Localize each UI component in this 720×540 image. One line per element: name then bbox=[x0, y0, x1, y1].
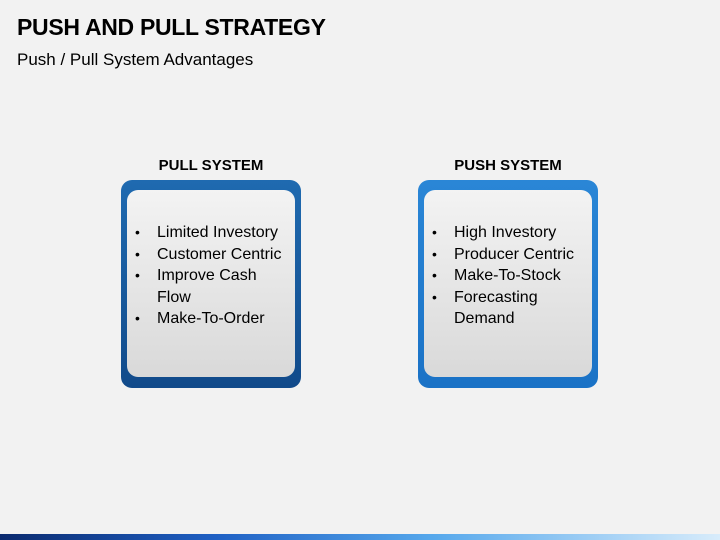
list-item-text: Demand bbox=[454, 310, 515, 328]
pull-system-heading: PULL SYSTEM bbox=[158, 157, 264, 174]
pull-item-improve-cash-flow: • Improve Cash bbox=[135, 265, 289, 287]
list-item-text: Limited Investory bbox=[157, 224, 278, 241]
push-system-heading: PUSH SYSTEM bbox=[454, 157, 562, 174]
slide-title: PUSH AND PULL STRATEGY bbox=[17, 14, 326, 40]
list-item-text: Make-To-Stock bbox=[454, 267, 561, 285]
push-item-forecasting-demand-continued: Demand bbox=[432, 308, 586, 330]
bullet-icon: • bbox=[432, 245, 437, 262]
pull-item-improve-cash-flow-continued: Flow bbox=[135, 287, 289, 309]
bullet-icon: • bbox=[432, 224, 437, 240]
bullet-icon: • bbox=[135, 224, 140, 240]
list-item-text: High Investory bbox=[454, 224, 557, 241]
push-system-list: • High Investory • Producer Centric • Ma… bbox=[432, 222, 586, 330]
push-item-forecasting-demand: • Forecasting bbox=[432, 287, 586, 309]
pull-item-make-to-order: • Make-To-Order bbox=[135, 308, 289, 330]
bullet-icon: • bbox=[432, 288, 437, 305]
push-item-producer-centric: • Producer Centric bbox=[432, 244, 586, 266]
pull-item-limited-investory: • Limited Investory bbox=[135, 222, 289, 244]
pull-system-panel: • Limited Investory • Customer Centric •… bbox=[121, 180, 301, 388]
bullet-icon: • bbox=[135, 245, 140, 262]
push-item-high-investory: • High Investory bbox=[432, 222, 586, 244]
bottom-accent-bar bbox=[0, 534, 720, 540]
pull-system-content: • Limited Investory • Customer Centric •… bbox=[127, 190, 295, 377]
push-item-make-to-stock: • Make-To-Stock bbox=[432, 265, 586, 287]
pull-item-customer-centric: • Customer Centric bbox=[135, 244, 289, 266]
bullet-icon: • bbox=[135, 267, 140, 284]
push-system-content: • High Investory • Producer Centric • Ma… bbox=[424, 190, 592, 377]
bullet-icon: • bbox=[432, 267, 437, 284]
list-item-text: Producer Centric bbox=[454, 245, 575, 263]
list-item-text: Customer Centric bbox=[157, 245, 282, 263]
bullet-icon: • bbox=[135, 310, 140, 327]
list-item-text: Improve Cash bbox=[157, 267, 257, 285]
slide-subtitle: Push / Pull System Advantages bbox=[17, 50, 254, 69]
list-item-text: Forecasting bbox=[454, 288, 538, 306]
list-item-text: Flow bbox=[157, 288, 191, 306]
list-item-text: Make-To-Order bbox=[157, 310, 265, 328]
pull-system-list: • Limited Investory • Customer Centric •… bbox=[135, 222, 289, 330]
push-system-panel: • High Investory • Producer Centric • Ma… bbox=[418, 180, 598, 388]
